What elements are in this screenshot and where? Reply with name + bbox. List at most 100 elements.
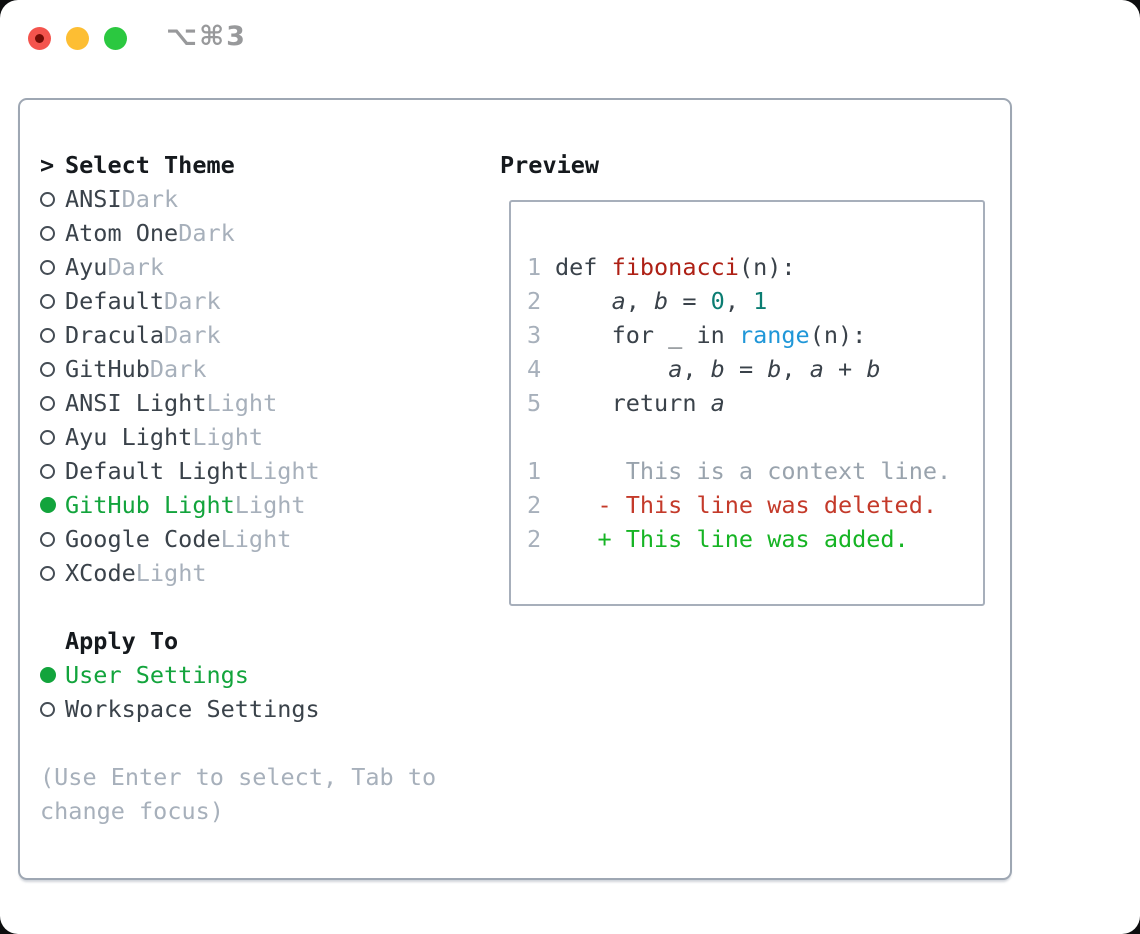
theme-option-ansi-light[interactable]: ANSI Light Light (40, 386, 446, 420)
theme-option-default[interactable]: Default Dark (40, 284, 446, 318)
theme-variant-tag: Light (220, 525, 292, 553)
selection-caret-icon: > (40, 151, 55, 179)
line-number: 3 (527, 321, 542, 349)
theme-name: GitHub (65, 355, 150, 383)
preview-header-row: Preview (500, 148, 599, 182)
code-token: a (611, 287, 626, 315)
minimize-button[interactable] (66, 27, 89, 50)
theme-variant-tag: Dark (121, 185, 179, 213)
code-token (555, 287, 612, 315)
radio-marker-slot (40, 701, 65, 717)
line-number: 5 (527, 389, 542, 417)
theme-name: Google Code (65, 525, 221, 553)
theme-variant-tag: Light (206, 389, 278, 417)
theme-option-default-light[interactable]: Default Light Light (40, 454, 446, 488)
radio-icon (40, 429, 55, 445)
code-token (555, 355, 668, 383)
theme-name: Ayu (65, 253, 108, 281)
theme-option-ayu-light[interactable]: Ayu Light Light (40, 420, 446, 454)
close-button[interactable] (28, 27, 51, 50)
radio-selected-icon (40, 497, 56, 513)
line-number: 2 (527, 287, 542, 315)
theme-option-google-code[interactable]: Google Code Light (40, 522, 446, 556)
theme-variant-tag: Light (234, 491, 306, 519)
apply-to-header-row: Apply To (40, 624, 446, 658)
code-token: return (555, 389, 711, 417)
code-line: 2 a, b = 0, 1 (527, 284, 951, 318)
code-line: 1 This is a context line. (527, 454, 951, 488)
code-token: fibonacci (611, 253, 739, 281)
line-number: 1 (527, 457, 542, 485)
theme-option-github[interactable]: GitHub Dark (40, 352, 446, 386)
theme-option-ayu[interactable]: Ayu Dark (40, 250, 446, 284)
code-token: = (724, 355, 768, 383)
theme-name: ANSI Light (65, 389, 207, 417)
apply-option-label: Workspace Settings (65, 695, 320, 723)
preview-title: Preview (500, 151, 600, 179)
theme-option-github-light[interactable]: GitHub Light Light (40, 488, 446, 522)
theme-variant-tag: Light (192, 423, 264, 451)
theme-option-dracula[interactable]: Dracula Dark (40, 318, 446, 352)
radio-icon (40, 327, 55, 343)
line-number: 1 (527, 253, 542, 281)
theme-name: Default Light (65, 457, 249, 485)
radio-icon (40, 565, 55, 581)
theme-variant-tag: Light (248, 457, 320, 485)
radio-marker-slot (40, 667, 65, 683)
apply-to-title: Apply To (65, 627, 179, 655)
theme-variant-tag: Dark (178, 219, 235, 247)
radio-marker-slot (40, 361, 65, 377)
select-theme-title: Select Theme (65, 151, 235, 179)
code-line: 2 - This line was deleted. (527, 488, 951, 522)
radio-marker-slot (40, 293, 65, 309)
theme-variant-tag: Light (135, 559, 207, 587)
radio-marker-slot (40, 565, 65, 581)
code-token: a (809, 355, 824, 383)
radio-icon (40, 701, 55, 717)
theme-variant-tag: Dark (149, 355, 207, 383)
code-line: 4 a, b = b, a + b (527, 352, 951, 386)
apply-option-label: User Settings (65, 661, 249, 689)
theme-variant-tag: Dark (107, 253, 165, 281)
code-token: + This line was added. (555, 525, 909, 553)
radio-selected-icon (40, 667, 56, 683)
code-token: (n): (809, 321, 867, 349)
code-token: , (682, 355, 711, 383)
zoom-button[interactable] (104, 27, 127, 50)
apply-option-user-settings[interactable]: User Settings (40, 658, 446, 692)
spacer-row (40, 590, 446, 624)
code-token: range (738, 321, 810, 349)
theme-option-xcode[interactable]: XCode Light (40, 556, 446, 590)
code-token: This is a context line. (555, 457, 952, 485)
code-token: b (767, 355, 782, 383)
theme-variant-tag: Dark (164, 321, 221, 349)
radio-icon (40, 463, 55, 479)
window-title: ⌥⌘3 (166, 21, 247, 52)
code-token: b (710, 355, 725, 383)
theme-option-ansi[interactable]: ANSI Dark (40, 182, 446, 216)
radio-marker-slot (40, 463, 65, 479)
code-token: - This line was deleted. (555, 491, 938, 519)
code-token: b (866, 355, 881, 383)
theme-name: ANSI (65, 185, 122, 213)
radio-icon (40, 395, 55, 411)
radio-icon (40, 225, 55, 241)
radio-icon (40, 531, 55, 547)
code-line: 3 for _ in range(n): (527, 318, 951, 352)
radio-marker-slot (40, 497, 65, 513)
radio-marker-slot (40, 429, 65, 445)
code-token: def (555, 253, 612, 281)
theme-option-atom-one[interactable]: Atom One Dark (40, 216, 446, 250)
line-number: 2 (527, 525, 542, 553)
code-token: , (724, 287, 754, 315)
theme-name: GitHub Light (65, 491, 235, 519)
apply-option-workspace-settings[interactable]: Workspace Settings (40, 692, 446, 726)
code-token: a (668, 355, 683, 383)
radio-marker-slot (40, 327, 65, 343)
theme-name: Ayu Light (65, 423, 193, 451)
radio-marker-slot (40, 531, 65, 547)
code-token: , (625, 287, 655, 315)
